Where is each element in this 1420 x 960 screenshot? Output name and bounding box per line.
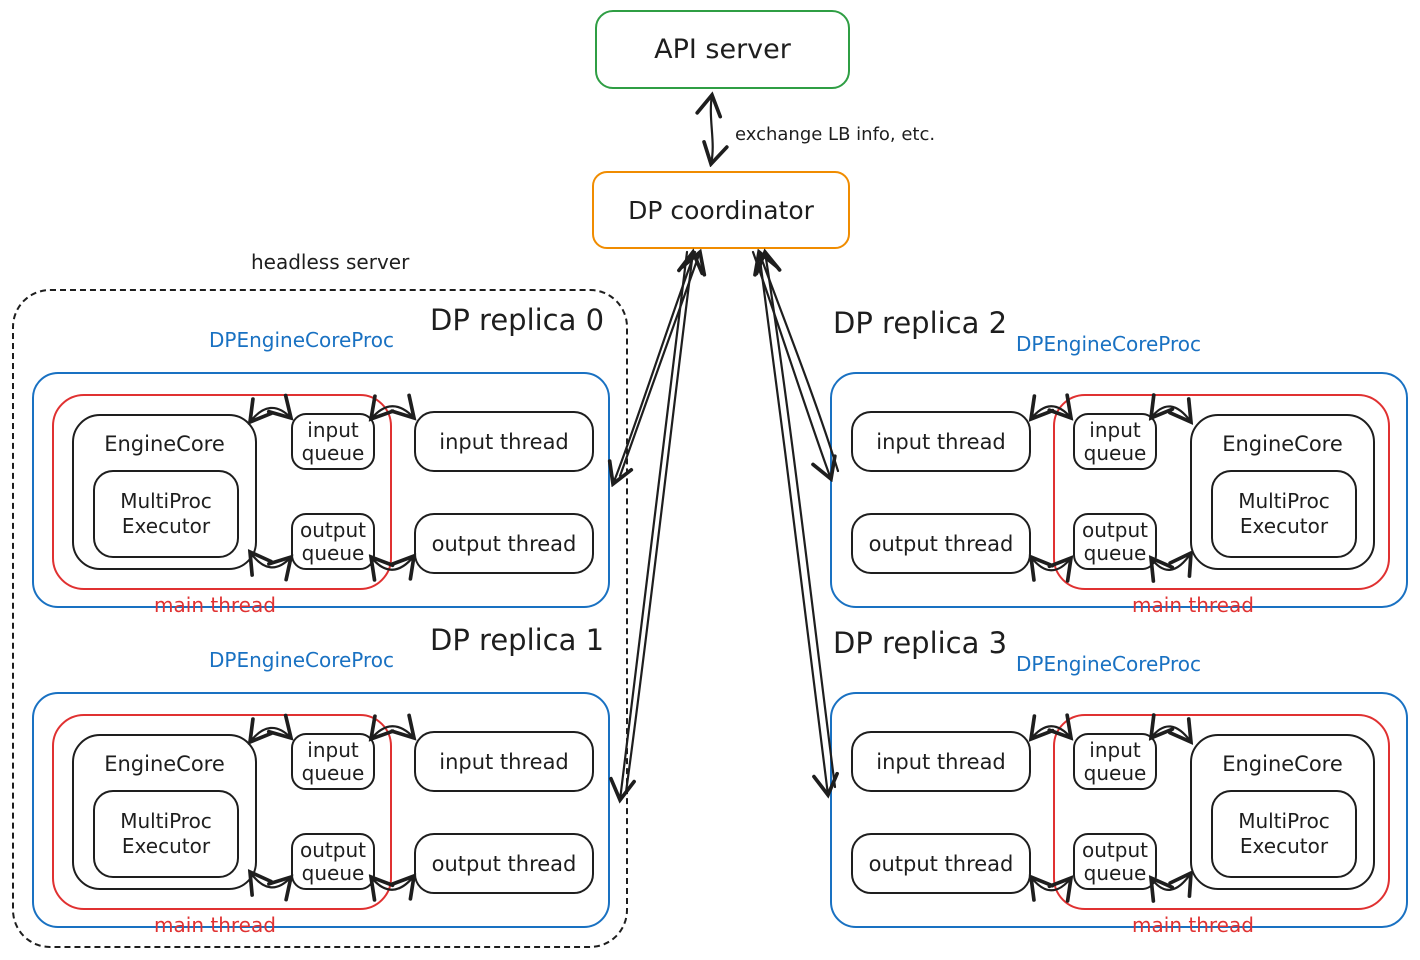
engine-core-box: EngineCore MultiProc Executor xyxy=(1190,414,1375,570)
dp-coordinator-label: DP coordinator xyxy=(628,195,814,225)
arrow-replica-0-to-coordinator xyxy=(618,252,700,478)
multiproc-executor-box: MultiProc Executor xyxy=(1211,790,1357,878)
output-queue-box: output queue xyxy=(291,513,375,570)
main-thread-boundary xyxy=(52,394,392,590)
main-thread-label: main thread xyxy=(154,593,276,617)
main-thread-label: main thread xyxy=(154,913,276,937)
engine-core-box: EngineCore MultiProc Executor xyxy=(1190,734,1375,890)
output-thread-box: output thread xyxy=(414,513,594,574)
dp-replica-1: EngineCore MultiProc Executor input queu… xyxy=(32,692,610,937)
engine-core-label: EngineCore xyxy=(1222,432,1343,456)
main-thread-boundary xyxy=(1053,394,1390,590)
engine-core-box: EngineCore MultiProc Executor xyxy=(72,734,257,890)
input-thread-box: input thread xyxy=(414,731,594,792)
output-queue-box: output queue xyxy=(1073,513,1157,570)
engine-core-label: EngineCore xyxy=(104,432,225,456)
engine-core-box: EngineCore MultiProc Executor xyxy=(72,414,257,570)
api-server-label: API server xyxy=(654,34,791,65)
arrow-replica-1-to-coordinator xyxy=(624,252,693,794)
output-queue-box: output queue xyxy=(291,833,375,890)
replica-3-title: DP replica 3 xyxy=(833,626,1008,660)
headless-server-label: headless server xyxy=(251,250,410,274)
input-thread-box: input thread xyxy=(414,411,594,472)
api-server-box: API server xyxy=(595,10,850,89)
main-thread-boundary xyxy=(52,714,392,910)
replica-3-process-label: DPEngineCoreProc xyxy=(1016,652,1202,676)
engine-core-label: EngineCore xyxy=(1222,752,1343,776)
arrow-coordinator-to-replica-2 xyxy=(751,250,831,479)
output-thread-box: output thread xyxy=(851,513,1031,574)
multiproc-executor-box: MultiProc Executor xyxy=(93,470,239,558)
arrow-coordinator-to-replica-3 xyxy=(757,250,828,795)
dp-replica-2: input thread output thread input queue o… xyxy=(830,372,1408,617)
arrow-api-coordinator xyxy=(711,95,713,164)
input-thread-box: input thread xyxy=(851,411,1031,472)
arrow-replica-2-to-coordinator xyxy=(759,252,840,473)
output-queue-box: output queue xyxy=(1073,833,1157,890)
arrow-replica-3-to-coordinator xyxy=(765,252,837,789)
main-thread-label: main thread xyxy=(1132,593,1254,617)
input-queue-box: input queue xyxy=(1073,733,1157,790)
exchange-lb-info-label: exchange LB info, etc. xyxy=(735,124,936,145)
replica-0-process-label: DPEngineCoreProc xyxy=(209,328,395,352)
input-queue-box: input queue xyxy=(1073,413,1157,470)
replica-2-title: DP replica 2 xyxy=(833,306,1008,340)
output-thread-box: output thread xyxy=(414,833,594,894)
dp-coordinator-box: DP coordinator xyxy=(592,171,850,249)
replica-1-process-label: DPEngineCoreProc xyxy=(209,648,395,672)
input-queue-box: input queue xyxy=(291,733,375,790)
replica-2-process-label: DPEngineCoreProc xyxy=(1016,332,1202,356)
input-queue-box: input queue xyxy=(291,413,375,470)
main-thread-boundary xyxy=(1053,714,1390,910)
multiproc-executor-box: MultiProc Executor xyxy=(1211,470,1357,558)
replica-0-title: DP replica 0 xyxy=(430,303,605,337)
output-thread-box: output thread xyxy=(851,833,1031,894)
replica-1-title: DP replica 1 xyxy=(430,623,605,657)
dp-replica-0: EngineCore MultiProc Executor input queu… xyxy=(32,372,610,617)
engine-core-label: EngineCore xyxy=(104,752,225,776)
input-thread-box: input thread xyxy=(851,731,1031,792)
multiproc-executor-box: MultiProc Executor xyxy=(93,790,239,878)
dp-replica-3: input thread output thread input queue o… xyxy=(830,692,1408,937)
main-thread-label: main thread xyxy=(1132,913,1254,937)
arrow-coordinator-to-replica-1 xyxy=(620,250,689,800)
